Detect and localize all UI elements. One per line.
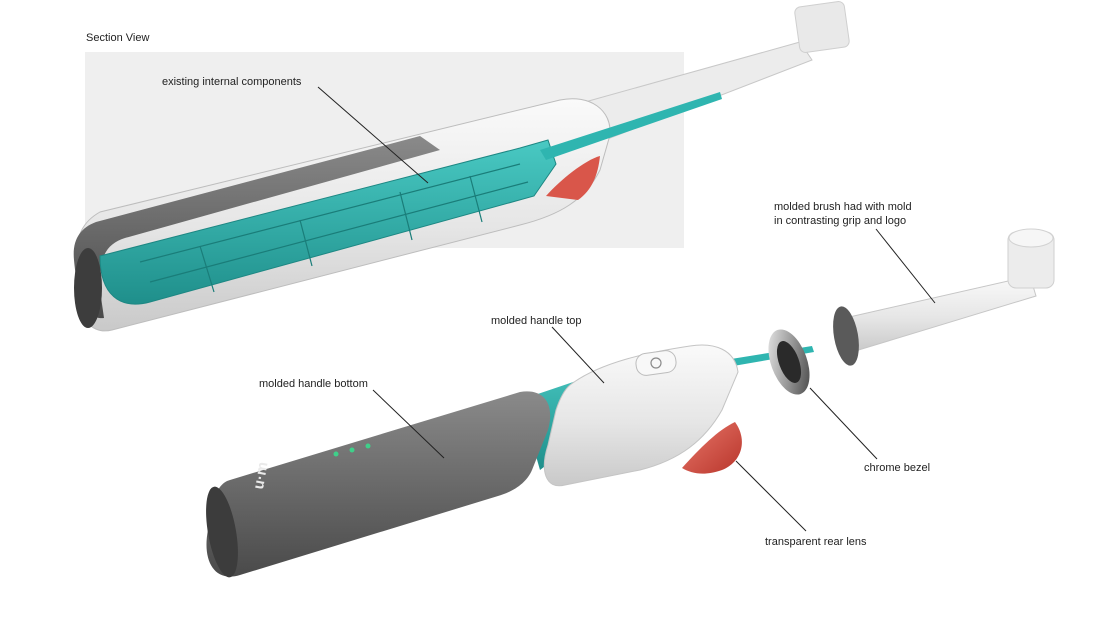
- label-rear-lens: transparent rear lens: [765, 536, 867, 548]
- power-button: [635, 350, 677, 376]
- section-view-title: Section View: [86, 32, 150, 44]
- leader-handle-bottom: [372, 389, 445, 459]
- section-toothbrush: [73, 1, 850, 332]
- label-handle-bottom: molded handle bottom: [259, 378, 368, 390]
- leader-lines: [317, 86, 936, 532]
- indicator-light: [349, 447, 355, 453]
- chrome-bezel-part: [768, 329, 810, 395]
- section-drive-shaft: [540, 92, 722, 160]
- power-icon: [650, 357, 662, 369]
- rear-lens-part: [682, 422, 742, 474]
- label-brush-head-line1: molded brush had with mold: [774, 201, 912, 213]
- label-handle-top: molded handle top: [491, 315, 582, 327]
- section-bristles: [794, 1, 850, 53]
- leader-handle-top: [551, 326, 605, 384]
- section-internal-details: [139, 163, 529, 293]
- leader-brush-head: [875, 228, 936, 304]
- indicator-light: [333, 451, 339, 457]
- label-brush-head-line2: in contrasting grip and logo: [774, 215, 907, 227]
- section-grey-shell: [73, 136, 440, 319]
- section-rear-lens: [546, 156, 600, 200]
- leader-rear-lens: [735, 460, 807, 532]
- section-end-cap: [74, 248, 102, 328]
- leader-internal-components: [317, 86, 429, 184]
- handle-bottom-part: [206, 391, 551, 578]
- indicator-light: [365, 443, 371, 449]
- leader-chrome-bezel: [809, 387, 878, 460]
- label-chrome-bezel: chrome bezel: [864, 462, 931, 474]
- section-internals: [99, 139, 557, 305]
- label-internal-components: existing internal components: [162, 76, 302, 88]
- brush-head-part: [833, 228, 1055, 366]
- handle-top-part: [543, 344, 739, 487]
